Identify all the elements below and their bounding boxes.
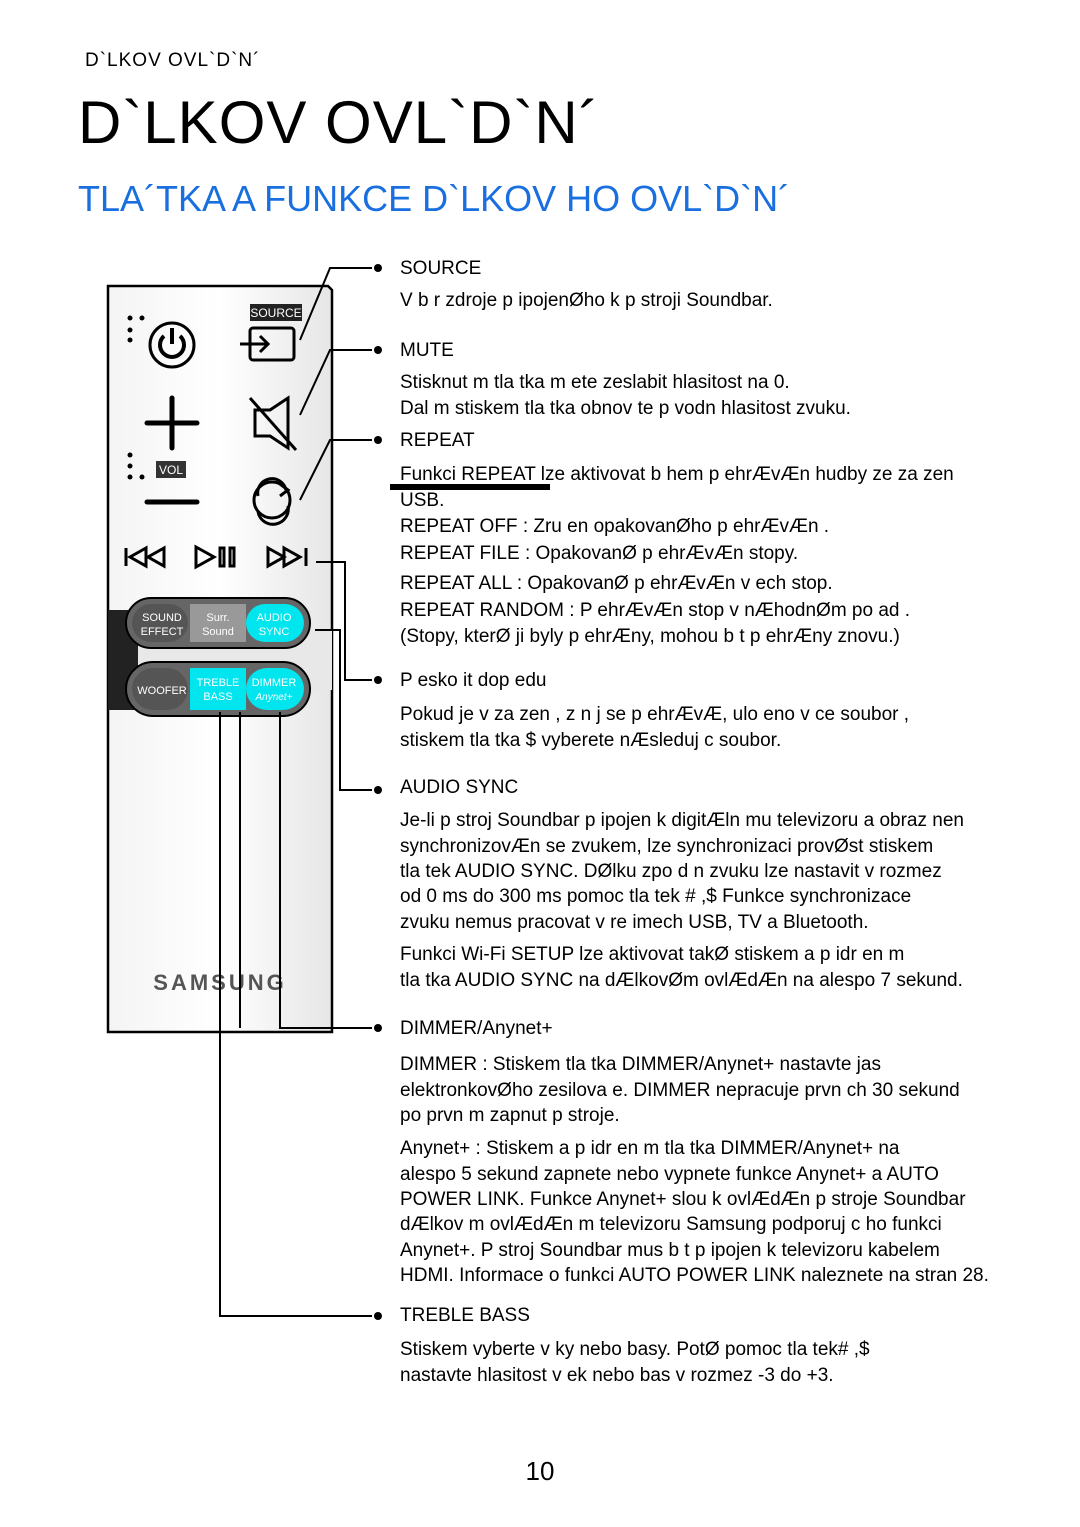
dimmer-heading: DIMMER/Anynet+ <box>400 1018 553 1039</box>
audio-sync-label-2: SYNC <box>259 626 290 638</box>
samsung-logo: SAMSUNG <box>153 970 286 995</box>
repeat-line-2: USB. <box>400 490 445 511</box>
audio-sync-line-1: Je-li p stroj Soundbar p ipojen k digitÆ… <box>400 810 964 831</box>
treble-label-1: TREBLE <box>197 677 240 689</box>
audio-sync-heading: AUDIO SYNC <box>400 777 519 798</box>
dimmer-line-8: Anynet+. P stroj Soundbar mus b t p ipoj… <box>400 1240 940 1261</box>
source-icon <box>240 326 296 362</box>
skip-forward-line-2: stiskem tla tka $ vyberete nÆsleduj c so… <box>400 730 782 751</box>
running-header: D`LKOV OVL`D`N´ <box>85 50 261 71</box>
mute-line-1: Stisknut m tla tka m ete zeslabit hlasit… <box>400 372 790 393</box>
audio-sync-line-6: Funkci Wi-Fi SETUP lze aktivovat takØ st… <box>400 944 905 965</box>
dimmer-line-3: po prvn m zapnut p stroje. <box>400 1105 620 1126</box>
dimmer-line-9: HDMI. Informace o funkci AUTO POWER LINK… <box>400 1265 989 1286</box>
surr-label-2: Sound <box>202 626 234 638</box>
audio-sync-line-7: tla tka AUDIO SYNC na dÆlkovØm ovlÆdÆn n… <box>400 970 963 991</box>
surr-label-1: Surr. <box>206 612 229 624</box>
treble-label-2: BASS <box>203 691 232 703</box>
remote-control-illustration: SOURCE VOL <box>106 284 334 1034</box>
audio-sync-label-1: AUDIO <box>257 612 292 624</box>
indicator-dots <box>127 315 145 343</box>
source-description: V b r zdroje p ipojenØho k p stroji Soun… <box>400 290 773 311</box>
treble-bass-line-1: Stiskem vyberte v ky nebo basy. PotØ pom… <box>400 1339 870 1360</box>
dimmer-line-5: alespo 5 sekund zapnete nebo vypnete fun… <box>400 1164 939 1185</box>
repeat-line-7: (Stopy, kterØ ji byly p ehrÆny, mohou b … <box>400 626 900 647</box>
repeat-line-1: Funkci REPEAT lze aktivovat b hem p ehrÆ… <box>400 464 954 485</box>
audio-sync-line-4: od 0 ms do 300 ms pomoc tla tek # ,$ Fun… <box>400 886 912 907</box>
repeat-line-3: REPEAT OFF : Zru en opakovanØho p ehrÆvÆ… <box>400 516 830 537</box>
dimmer-label-1: DIMMER <box>252 677 297 689</box>
repeat-line-6: REPEAT RANDOM : P ehrÆvÆn stop v nÆhodnØ… <box>400 600 911 621</box>
dimmer-line-4: Anynet+ : Stiskem a p idr en m tla tka D… <box>400 1138 900 1159</box>
source-label: SOURCE <box>250 306 301 320</box>
skip-forward-line-1: Pokud je v za zen , z n j se p ehrÆvÆ, u… <box>400 704 910 725</box>
dimmer-line-1: DIMMER : Stiskem tla tka DIMMER/Anynet+ … <box>400 1054 881 1075</box>
dimmer-line-6: POWER LINK. Funkce Anynet+ slou k ovlÆdÆ… <box>400 1189 966 1210</box>
page-title: D`LKOV OVL`D`N´ <box>78 89 600 156</box>
section-title: TLA´TKA A FUNKCE D`LKOV HO OVL`D`N´ <box>78 178 791 219</box>
page-number: 10 <box>525 1456 555 1486</box>
repeat-line-4: REPEAT FILE : OpakovanØ p ehrÆvÆn stopy. <box>400 543 799 564</box>
play-pause-icon <box>194 544 236 570</box>
mute-line-2: Dal m stiskem tla tka obnov te p vodn hl… <box>400 398 851 419</box>
repeat-heading: REPEAT <box>400 430 475 451</box>
dimmer-label-2: Anynet+ <box>255 692 293 703</box>
previous-icon <box>124 545 166 569</box>
skip-forward-heading: P esko it dop edu <box>400 670 547 691</box>
sound-effect-label-2: EFFECT <box>141 626 184 638</box>
next-icon <box>266 545 308 569</box>
dimmer-line-7: dÆlkov m ovlÆdÆn m televizoru Samsung po… <box>400 1214 942 1235</box>
treble-bass-heading: TREBLE BASS <box>400 1305 530 1326</box>
vol-label: VOL <box>159 463 183 477</box>
repeat-icon <box>252 477 292 526</box>
repeat-line-5: REPEAT ALL : OpakovanØ p ehrÆvÆn v ech s… <box>400 573 833 594</box>
power-icon <box>148 321 196 369</box>
dimmer-line-2: elektronkovØho zesilova e. DIMMER neprac… <box>400 1080 960 1101</box>
mute-heading: MUTE <box>400 340 454 361</box>
woofer-label: WOOFER <box>137 685 187 697</box>
sound-effect-label-1: SOUND <box>142 612 182 624</box>
audio-sync-line-5: zvuku nemus pracovat v re imech USB, TV … <box>400 912 869 933</box>
treble-bass-line-2: nastavte hlasitost v ek nebo bas v rozme… <box>400 1365 834 1386</box>
volume-up-icon <box>144 395 200 451</box>
audio-sync-line-2: synchronizovÆn se zvukem, lze synchroniz… <box>400 836 934 857</box>
source-heading: SOURCE <box>400 258 482 279</box>
mute-icon <box>248 395 298 451</box>
audio-sync-line-3: tla tek AUDIO SYNC. DØlku zpo d n zvuku … <box>400 861 942 882</box>
